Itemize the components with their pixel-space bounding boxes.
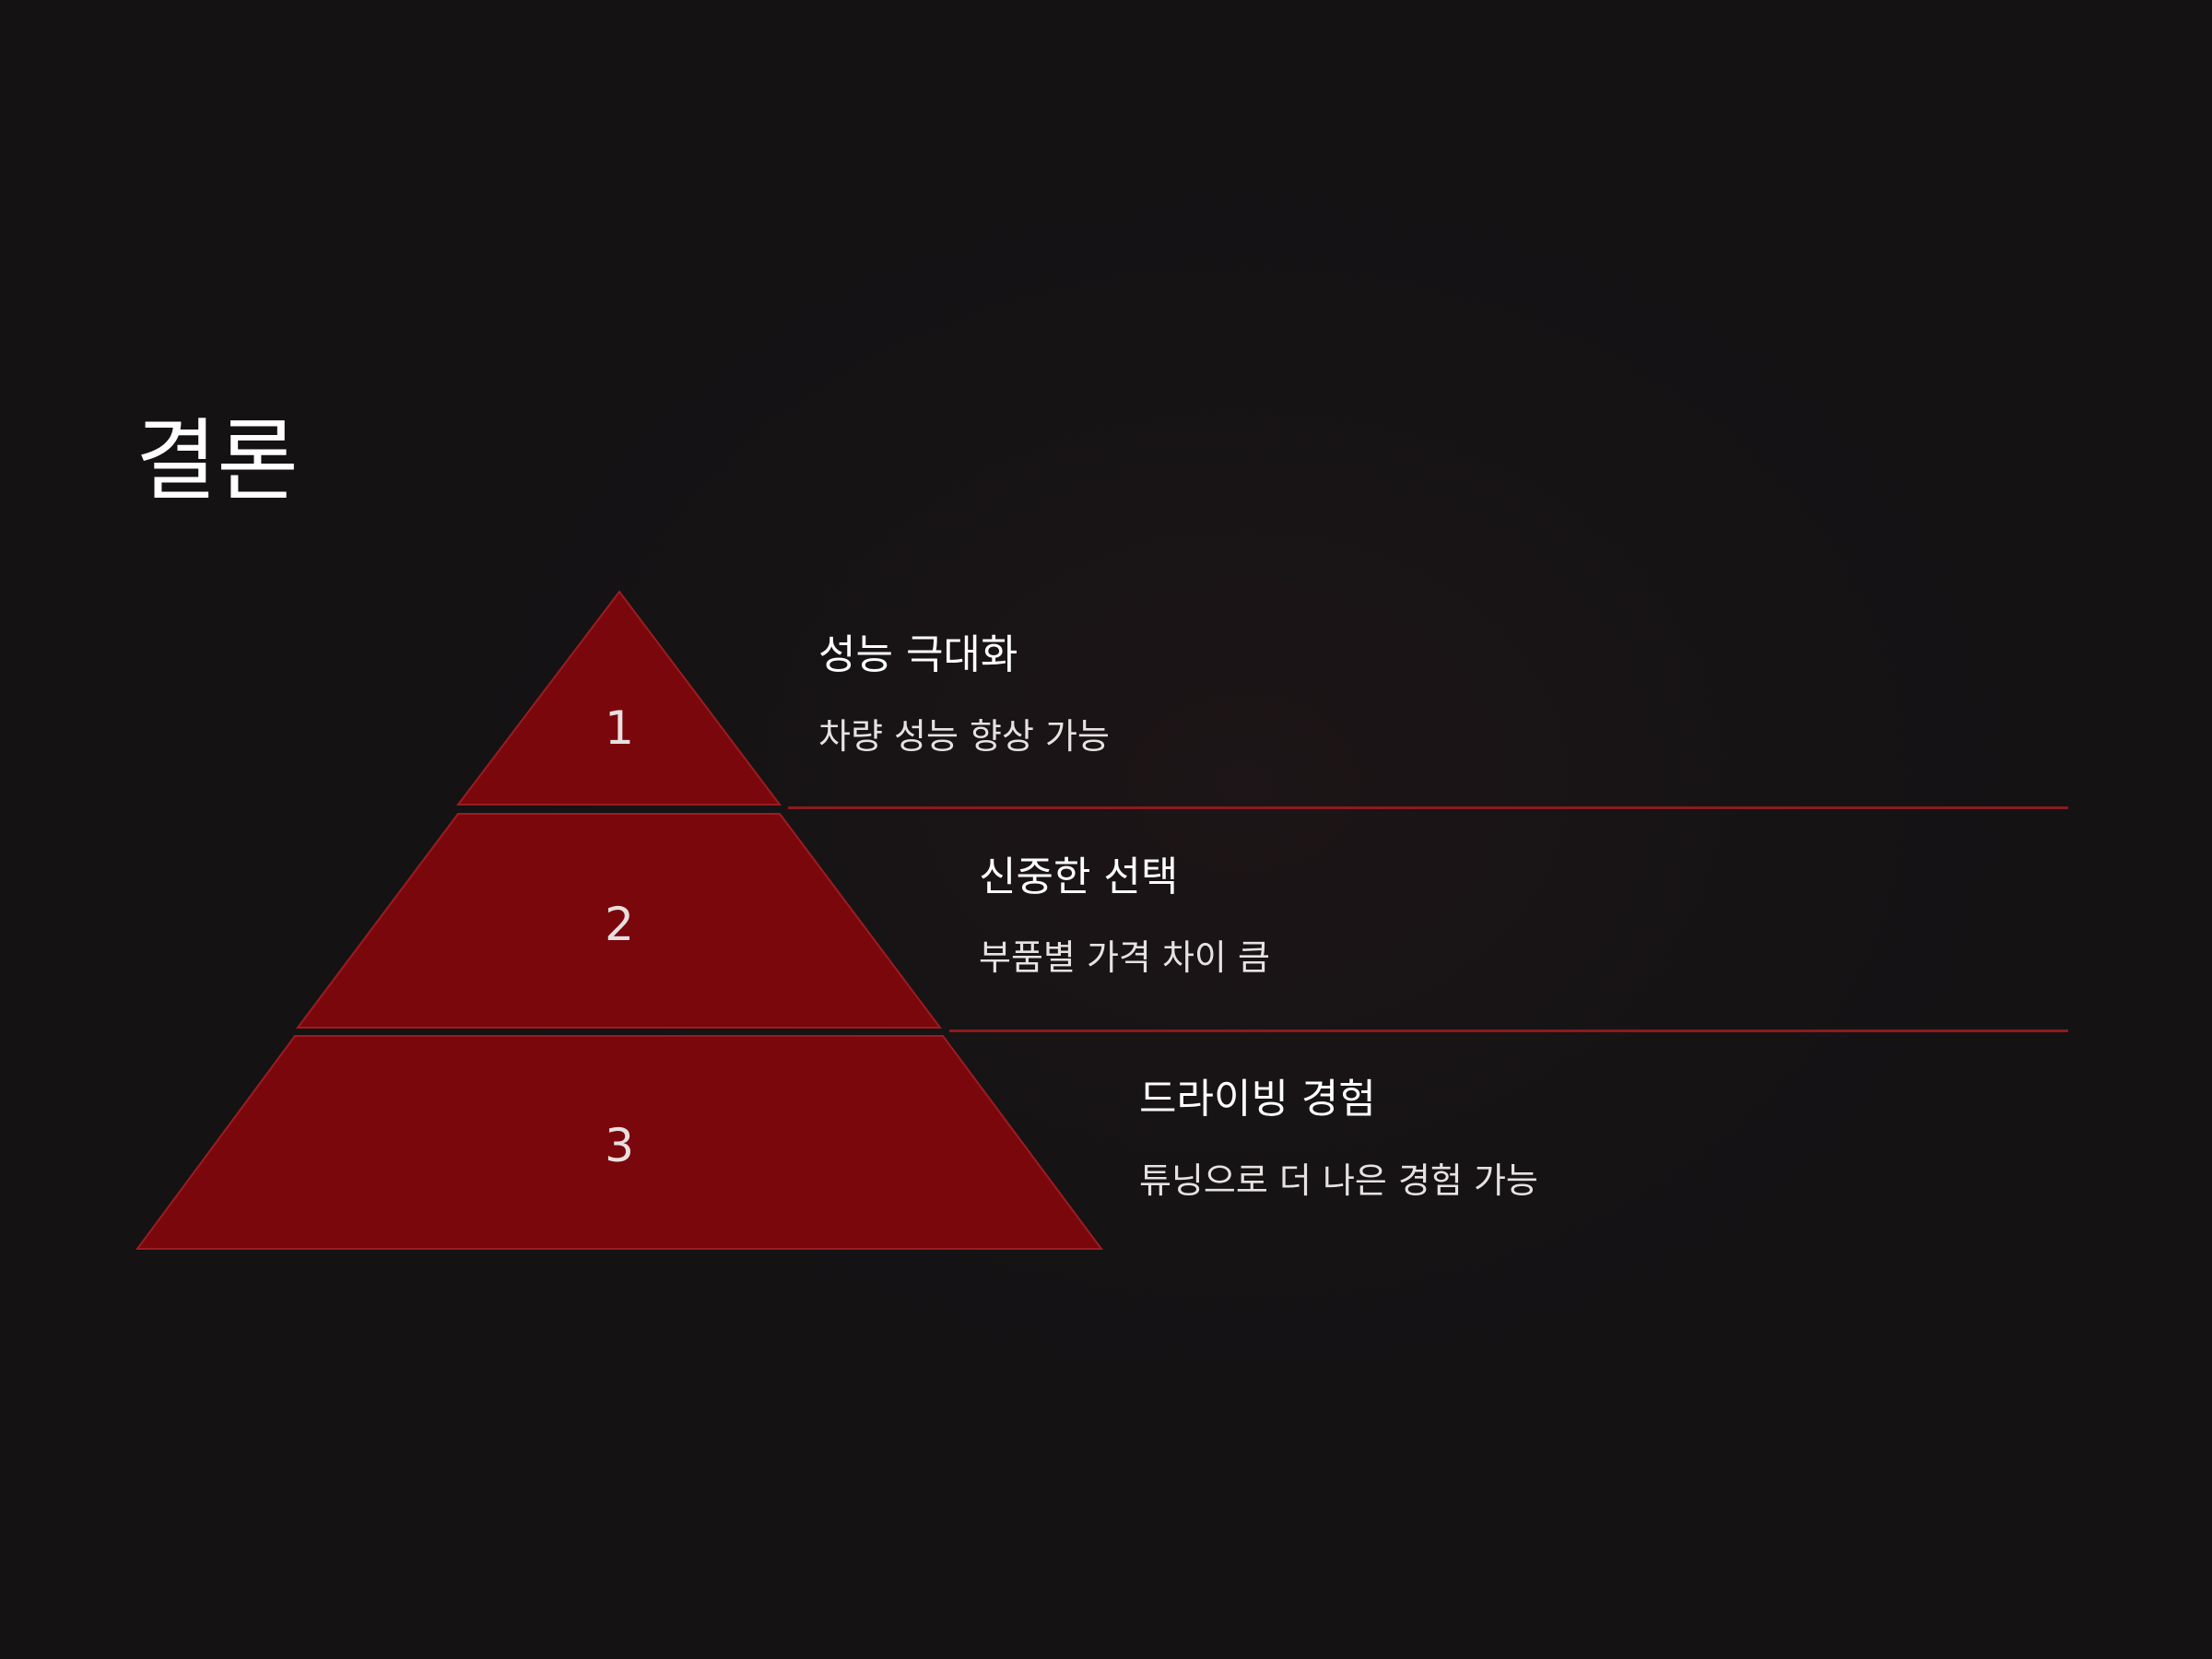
tier-1-heading: 성능 극대화 bbox=[818, 631, 1018, 678]
tier-2-divider bbox=[949, 1030, 2068, 1032]
pyramid-tier-2 bbox=[296, 813, 942, 1029]
pyramid-tier-3 bbox=[135, 1035, 1103, 1250]
tier-number-3: 3 bbox=[605, 1119, 634, 1172]
tier-3-description: 튜닝으로 더 나은 경험 가능 bbox=[1139, 1160, 1538, 1201]
tier-2-description: 부품별 가격 차이 큼 bbox=[979, 937, 1270, 978]
tier-2-heading: 신중한 선택 bbox=[979, 853, 1179, 900]
slide-title: 결론 bbox=[135, 409, 299, 512]
tier-1-description: 차량 성능 향상 가능 bbox=[818, 716, 1110, 757]
tier-number-2: 2 bbox=[605, 898, 634, 951]
tier-number-1: 1 bbox=[605, 701, 634, 755]
pyramid-tier-1 bbox=[455, 590, 782, 806]
tier-1-divider bbox=[788, 806, 2068, 809]
tier-3-heading: 드라이빙 경험 bbox=[1139, 1076, 1376, 1123]
